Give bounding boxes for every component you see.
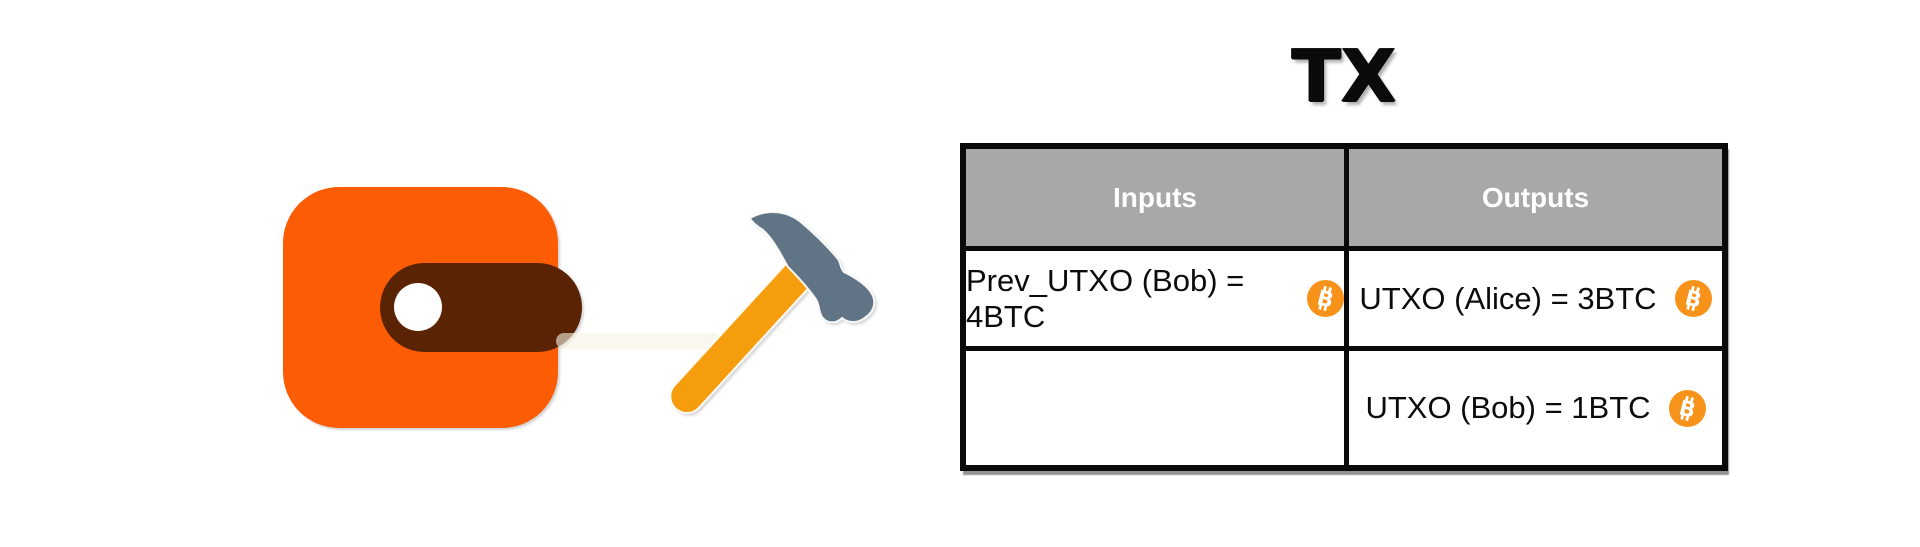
output-cell-row2: UTXO (Bob) = 1BTC B xyxy=(1344,346,1722,465)
svg-text:B: B xyxy=(1682,286,1703,313)
input-row1-label: Prev_UTXO (Bob) = 4BTC xyxy=(966,262,1245,334)
bitcoin-icon: B xyxy=(1307,280,1344,317)
table-header-inputs: Inputs xyxy=(966,149,1344,246)
bitcoin-icon: B xyxy=(1674,280,1712,317)
input-cell-row2 xyxy=(966,346,1344,465)
bitcoin-icon: B xyxy=(1668,389,1706,427)
inputs-header-label: Inputs xyxy=(1113,181,1197,213)
svg-text:B: B xyxy=(1315,286,1336,313)
output-row1-label: UTXO (Alice) = 3BTC xyxy=(1359,280,1657,316)
table-header-outputs: Outputs xyxy=(1344,149,1722,246)
svg-text:B: B xyxy=(1676,395,1697,422)
tx-table: Inputs Outputs Prev_UTXO (Bob) = 4BTC B … xyxy=(960,143,1728,471)
connector-line xyxy=(556,333,722,349)
wallet-clasp-button xyxy=(394,283,442,331)
output-row2-label: UTXO (Bob) = 1BTC xyxy=(1365,390,1651,425)
wallet-icon xyxy=(283,187,582,428)
output-cell-row1: UTXO (Alice) = 3BTC B xyxy=(1344,246,1722,346)
outputs-header-label: Outputs xyxy=(1481,181,1590,213)
hammer-head xyxy=(749,211,876,324)
tx-title: TX xyxy=(1291,34,1397,118)
input-cell-row1: Prev_UTXO (Bob) = 4BTC B xyxy=(966,246,1344,346)
hammer-icon xyxy=(670,211,876,414)
